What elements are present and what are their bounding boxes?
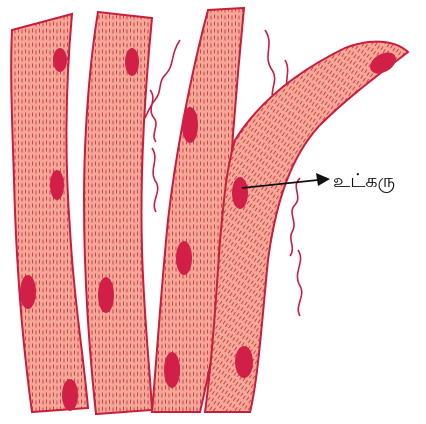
capillary-7 — [297, 250, 301, 316]
capillary-1 — [145, 40, 180, 118]
nucleus — [53, 48, 67, 72]
capillary-2 — [150, 90, 156, 142]
nucleus — [125, 48, 139, 76]
nucleus — [62, 379, 78, 411]
muscle-fiber-2 — [84, 12, 152, 414]
nucleus — [50, 170, 64, 200]
muscle-fiber-1 — [11, 14, 88, 412]
nucleus — [20, 275, 36, 309]
nucleus-label: உட்கரு — [333, 170, 395, 195]
nucleus — [164, 352, 180, 388]
capillary-3 — [152, 148, 158, 212]
nucleus — [98, 277, 114, 313]
nucleus — [182, 107, 198, 143]
nucleus — [235, 346, 253, 378]
nucleus — [176, 241, 192, 275]
capillary-6 — [290, 178, 300, 256]
nucleus-pointed — [232, 177, 248, 209]
